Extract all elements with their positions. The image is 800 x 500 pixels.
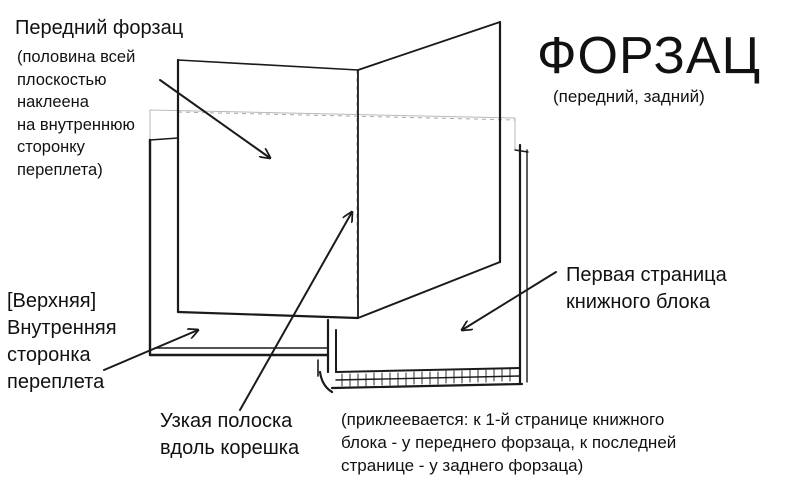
label-attachment-note: (приклеевается: к 1-й странице книжного … [341, 410, 677, 475]
label-front-endpaper-note: (половина всей плоскостью наклеена на вн… [17, 48, 136, 179]
front-endpaper-right-leaf [357, 20, 502, 319]
inner-cover-board [148, 137, 330, 357]
diagram-title: ФОРЗАЦ [537, 27, 762, 85]
diagram-subtitle: (передний, задний) [553, 87, 705, 106]
arrow-front-endpaper [159, 79, 270, 158]
label-inner-cover-side: [Верхняя] Внутренняя сторонка переплета [7, 290, 117, 393]
label-first-page: Первая страница книжного блока [566, 264, 727, 313]
book-block [330, 143, 529, 390]
arrow-first-page [462, 271, 557, 330]
label-spine-strip: Узкая полоска вдоль корешка [160, 410, 300, 459]
spine-strip-shape [317, 318, 334, 394]
label-front-endpaper: Передний форзац [15, 17, 184, 39]
front-endpaper-left-leaf [176, 58, 360, 320]
arrows [103, 79, 557, 411]
construction-lines [149, 70, 516, 331]
arrow-inner-side [103, 330, 198, 371]
arrow-spine-strip [239, 212, 352, 411]
